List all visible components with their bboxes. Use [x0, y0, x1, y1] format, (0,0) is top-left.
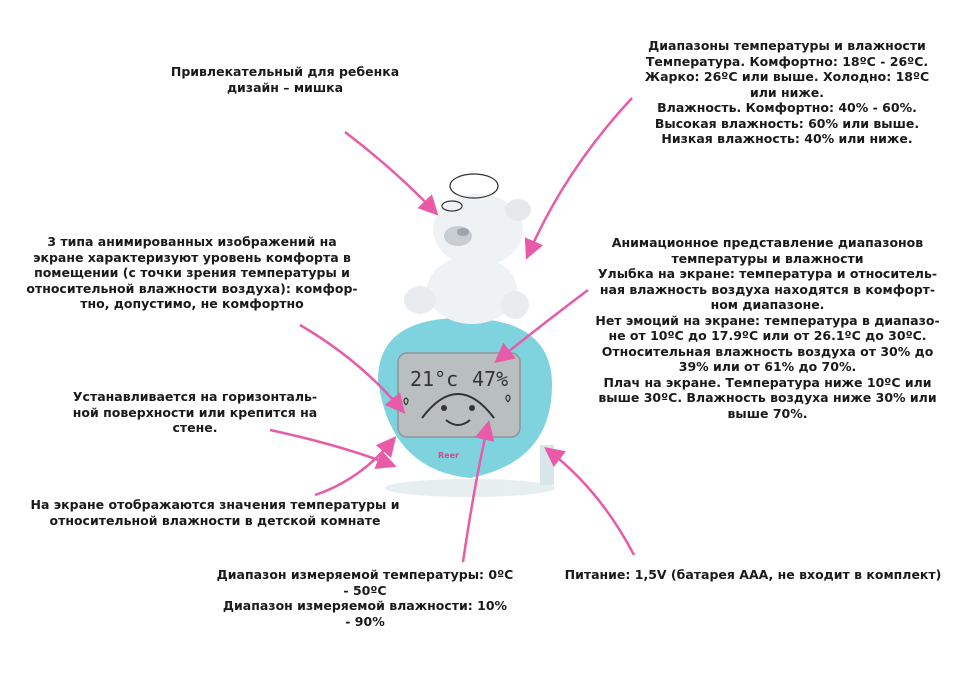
callout-animation: Анимационное представление диапазонов те…: [595, 235, 940, 421]
brand-logo: Reer: [438, 451, 459, 460]
face-eye-right-icon: [469, 405, 475, 411]
bear-body: [427, 256, 517, 324]
bear-head: [433, 194, 523, 266]
device-shadow: [385, 479, 555, 497]
thought-bubble-small: [441, 200, 463, 212]
arrow-display: [314, 436, 397, 497]
arrow-design: [344, 131, 439, 216]
face-eye-left-icon: [441, 405, 447, 411]
humidity-reading: 47%: [472, 367, 508, 391]
bear-paw-right: [501, 291, 529, 319]
arrow-animation: [494, 289, 589, 364]
temperature-reading: 21°c: [410, 367, 458, 391]
callout-images3: 3 типа анимированных изображений на экра…: [26, 234, 358, 311]
arrow-measure: [461, 420, 495, 563]
arrow-images3: [299, 323, 406, 414]
bear-nose: [457, 228, 469, 236]
arrow-power: [544, 446, 636, 556]
face-outline-icon: [421, 393, 495, 419]
heart-right-icon: [505, 394, 511, 403]
callout-display: На экране отображаются значения температ…: [30, 497, 400, 528]
bear-paw-left: [404, 286, 436, 314]
callout-design: Привлекательный для ребенка дизайн – миш…: [170, 64, 400, 95]
callout-ranges: Диапазоны температуры и влажности Темпер…: [644, 38, 930, 146]
callout-mount: Устанавливается на горизонталь- ной пове…: [72, 389, 318, 435]
bear-ear: [505, 199, 531, 221]
arrow-mount: [269, 428, 397, 469]
callout-measure: Диапазон измеряемой температуры: 0ºC - 5…: [216, 567, 514, 629]
face-smile-icon: [445, 419, 471, 426]
arrow-ranges: [524, 97, 633, 260]
thought-bubble-large: [449, 173, 499, 199]
callout-power: Питание: 1,5V (батарея AAA, не входит в …: [564, 567, 942, 582]
